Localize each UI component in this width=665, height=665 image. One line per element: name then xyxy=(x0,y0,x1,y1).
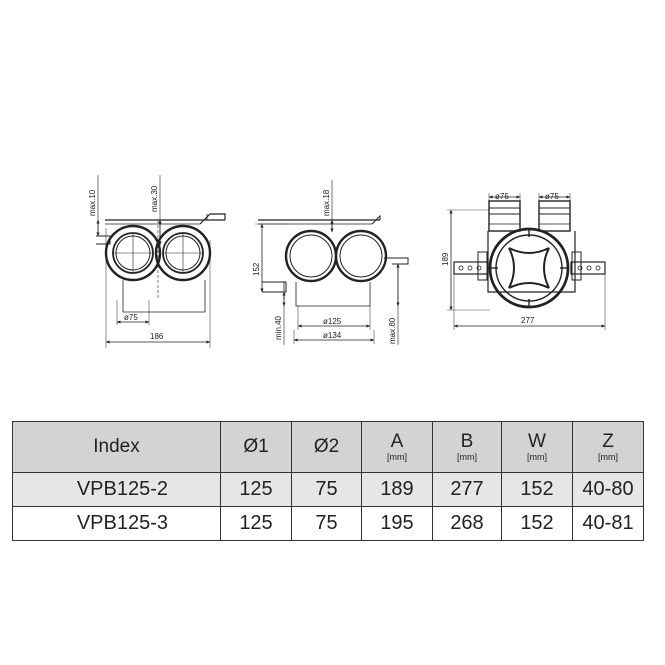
right-bracket-right xyxy=(570,251,606,281)
header-d2: Ø2 xyxy=(291,421,362,473)
right-dim-diameter-left: ø75 xyxy=(495,192,509,201)
right-view-drawing xyxy=(447,193,606,330)
right-dim-277: 277 xyxy=(521,316,535,325)
middle-dim-max18: max.18 xyxy=(322,189,331,216)
header-z: Z[mm] xyxy=(572,421,644,473)
left-duct-2 xyxy=(154,224,212,282)
middle-dim-diameter-125: ø125 xyxy=(323,317,342,326)
middle-dim-max80: max.80 xyxy=(388,317,397,344)
header-w: W[mm] xyxy=(501,421,573,473)
cell-z: 40-80 xyxy=(572,472,644,507)
left-dim-diameter: ø75 xyxy=(124,313,138,322)
cell-d2: 75 xyxy=(291,472,362,507)
technical-drawings: max.10 max.30 ø75 186 xyxy=(88,175,606,348)
table-row: VPB125-2 125 75 189 277 152 40-80 xyxy=(12,472,644,507)
left-duct-1 xyxy=(104,224,162,282)
left-dim-max30: max.30 xyxy=(150,185,159,212)
header-index: Index xyxy=(12,421,221,473)
right-top-stub-right xyxy=(538,200,571,232)
left-dim-width: 186 xyxy=(150,332,164,341)
middle-dim-min40: min.40 xyxy=(274,315,283,340)
middle-view-drawing xyxy=(255,180,409,345)
left-view-drawing xyxy=(96,175,226,348)
right-dim-189: 189 xyxy=(441,252,450,266)
header-d1: Ø1 xyxy=(220,421,292,473)
middle-dim-diameter-134: ø134 xyxy=(323,331,342,340)
table-row: VPB125-3 125 75 195 268 152 40-81 xyxy=(12,506,644,541)
middle-duct-1 xyxy=(284,229,338,283)
cell-index: VPB125-3 xyxy=(12,506,221,541)
right-bracket-left xyxy=(453,251,489,281)
cell-d1: 125 xyxy=(220,506,292,541)
cell-index: VPB125-2 xyxy=(12,472,221,507)
cell-w: 152 xyxy=(501,472,573,507)
header-b: B[mm] xyxy=(432,421,502,473)
cell-b: 277 xyxy=(432,472,502,507)
left-dim-max10: max.10 xyxy=(88,189,97,216)
cell-z: 40-81 xyxy=(572,506,644,541)
header-a: A[mm] xyxy=(361,421,433,473)
middle-dim-152: 152 xyxy=(252,262,261,276)
cell-a: 195 xyxy=(361,506,433,541)
right-main-duct xyxy=(488,227,570,309)
cell-d1: 125 xyxy=(220,472,292,507)
cell-w: 152 xyxy=(501,506,573,541)
cell-b: 268 xyxy=(432,506,502,541)
spec-table: Index Ø1 Ø2 A[mm] B[mm] W[mm] Z[mm] VPB1… xyxy=(12,421,644,541)
middle-duct-2 xyxy=(334,229,388,283)
right-top-stub-left xyxy=(488,200,521,232)
table-header-row: Index Ø1 Ø2 A[mm] B[mm] W[mm] Z[mm] xyxy=(12,421,644,473)
cell-a: 189 xyxy=(361,472,433,507)
right-dim-diameter-right: ø75 xyxy=(545,192,559,201)
cell-d2: 75 xyxy=(291,506,362,541)
